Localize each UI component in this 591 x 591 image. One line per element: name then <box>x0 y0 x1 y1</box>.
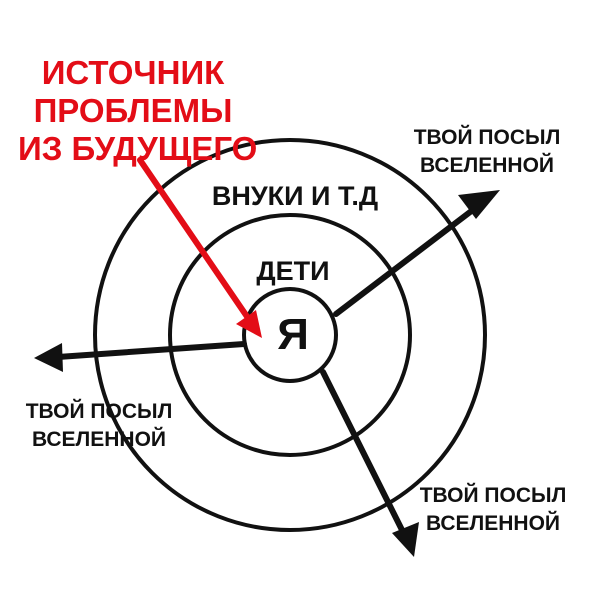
message-bottom-right-line1: ТВОЙ ПОСЫЛ <box>419 484 567 507</box>
outer-ring-label: ВНУКИ И Т.Д <box>211 181 379 211</box>
source-label-line3: ИЗ БУДУЩЕГО <box>18 130 258 167</box>
source-label: ИСТОЧНИК ПРОБЛЕМЫ ИЗ БУДУЩЕГО <box>18 54 258 168</box>
source-label-line1: ИСТОЧНИК <box>41 54 225 91</box>
message-bottom-right: ТВОЙ ПОСЫЛ ВСЕЛЕННОЙ <box>402 482 584 538</box>
message-left: ТВОЙ ПОСЫЛ ВСЕЛЕННОЙ <box>8 398 190 454</box>
message-left-line2: ВСЕЛЕННОЙ <box>31 428 167 451</box>
middle-ring <box>168 213 412 457</box>
message-bottom-right-line2: ВСЕЛЕННОЙ <box>425 512 561 535</box>
message-top-right-line1: ТВОЙ ПОСЫЛ <box>413 126 561 149</box>
message-left-line1: ТВОЙ ПОСЫЛ <box>25 400 173 423</box>
inner-ring <box>242 287 338 383</box>
message-top-right-line2: ВСЕЛЕННОЙ <box>419 154 555 177</box>
middle-ring-label: ДЕТИ <box>256 256 330 286</box>
source-label-line2: ПРОБЛЕМЫ <box>33 92 233 129</box>
source-arrow <box>137 157 262 338</box>
arrow-top-right <box>333 190 500 317</box>
message-top-right: ТВОЙ ПОСЫЛ ВСЕЛЕННОЙ <box>396 124 578 180</box>
outer-ring <box>93 138 487 532</box>
center-label: Я <box>277 310 309 359</box>
arrow-bottom-right <box>320 369 419 557</box>
arrow-left <box>34 341 247 372</box>
